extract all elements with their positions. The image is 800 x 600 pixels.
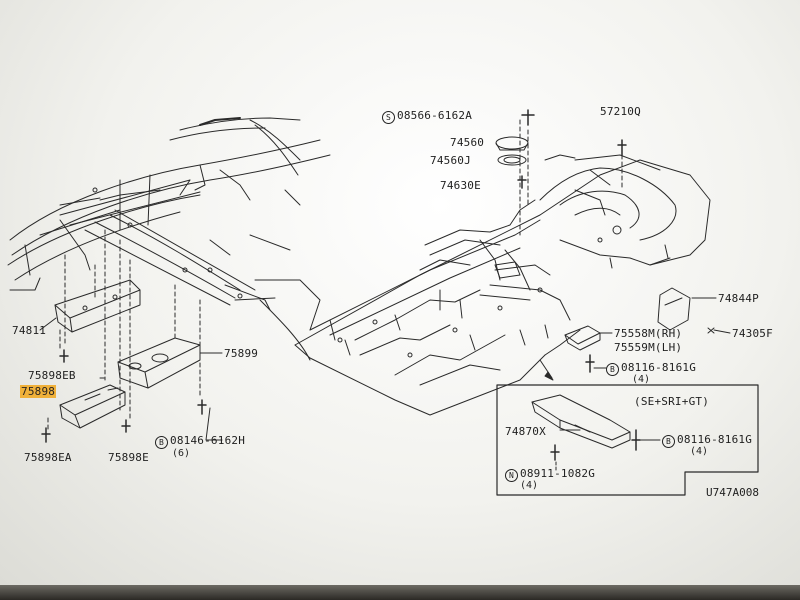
label-74560: 74560 — [450, 136, 485, 149]
floor-pan-assembly — [294, 154, 711, 416]
label-75558M: 75558M(RH) — [614, 327, 683, 340]
label-75898E: 75898E — [108, 451, 149, 464]
jack-bracket-parts — [495, 109, 627, 189]
label-75899: 75899 — [224, 347, 259, 360]
circle-letter-n: N — [505, 469, 518, 482]
label-74870X: 74870X — [505, 425, 546, 438]
qty-08116-a: (4) — [632, 374, 651, 385]
highlight-mark: 75898 — [20, 385, 57, 398]
label-74630E: 74630E — [440, 179, 481, 192]
label-75559M: 75559M(LH) — [614, 341, 683, 354]
circle-letter-b: B — [662, 435, 675, 448]
part-number: 08116-8161G — [677, 433, 753, 446]
exploded-parts-drawing — [7, 109, 759, 496]
part-number: 08146-6162H — [170, 434, 246, 447]
undercover-74870X — [531, 394, 631, 449]
part-number: 08116-8161G — [621, 361, 697, 374]
label-57210Q: 57210Q — [600, 105, 641, 118]
monitor-bezel — [0, 585, 800, 600]
qty-08116-b: (4) — [690, 446, 709, 457]
part-number: 08566-6162A — [397, 109, 473, 122]
circle-letter-b: B — [155, 436, 168, 449]
label-74811: 74811 — [12, 324, 47, 337]
circle-letter-s: S — [382, 111, 395, 124]
sheet-code: U747A008 — [706, 486, 759, 499]
label-74305F: 74305F — [732, 327, 773, 340]
qty-08911: (4) — [520, 480, 539, 491]
bracket-75558M — [564, 325, 601, 351]
variant-note: (SE+SRI+GT) — [634, 395, 710, 408]
circle-letter-b: B — [606, 363, 619, 376]
qty-08146: (6) — [172, 448, 191, 459]
bracket-74811 — [54, 279, 141, 333]
bracket-74844P — [657, 287, 691, 331]
front-bumper-assembly — [7, 117, 331, 361]
undercover-75898 — [59, 384, 126, 429]
label-74560J: 74560J — [430, 154, 471, 167]
label-74844P: 74844P — [718, 292, 759, 305]
label-75898EA: 75898EA — [24, 451, 72, 464]
label-75898EB: 75898EB — [28, 369, 76, 382]
label-75898-highlighted: 75898 — [20, 385, 57, 398]
part-number: 08911-1082G — [520, 467, 596, 480]
